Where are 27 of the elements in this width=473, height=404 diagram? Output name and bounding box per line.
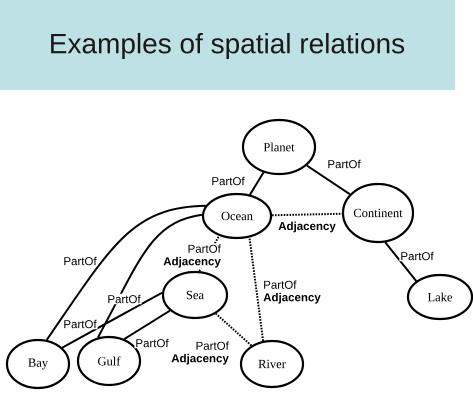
ellipse-node: Planet [242, 118, 316, 176]
edge-label: PartOf [62, 318, 98, 330]
edge-label: PartOf Adjacency [160, 243, 222, 269]
edge-label: Adjacency [277, 220, 337, 234]
edge-label: PartOf [210, 176, 246, 186]
edge-label: PartOf [134, 338, 170, 348]
edge-label: PartOf [62, 256, 98, 266]
edge-label: PartOf [326, 158, 362, 170]
connector-line [306, 164, 350, 196]
ellipse-node: Bay [6, 338, 70, 390]
connector-line [62, 292, 163, 348]
edge-label: PartOf Adjacency [262, 279, 324, 305]
connector-line [384, 242, 417, 282]
dotted-line [215, 312, 252, 346]
dotted-line [248, 237, 264, 341]
edge-label: PartOf [106, 294, 142, 304]
ellipse-node: River [240, 340, 304, 388]
connector-line [249, 172, 264, 196]
ellipse-node: Ocean [202, 192, 272, 240]
edge-label: PartOf Adjacency [168, 340, 230, 366]
title-banner: Examples of spatial relations [0, 0, 455, 90]
edge-label: PartOf [399, 250, 435, 262]
connector-line [124, 310, 170, 340]
ellipse-node: Continent [342, 182, 414, 244]
connector-line [46, 204, 206, 340]
dotted-line [272, 212, 342, 216]
connector-line [97, 214, 202, 338]
